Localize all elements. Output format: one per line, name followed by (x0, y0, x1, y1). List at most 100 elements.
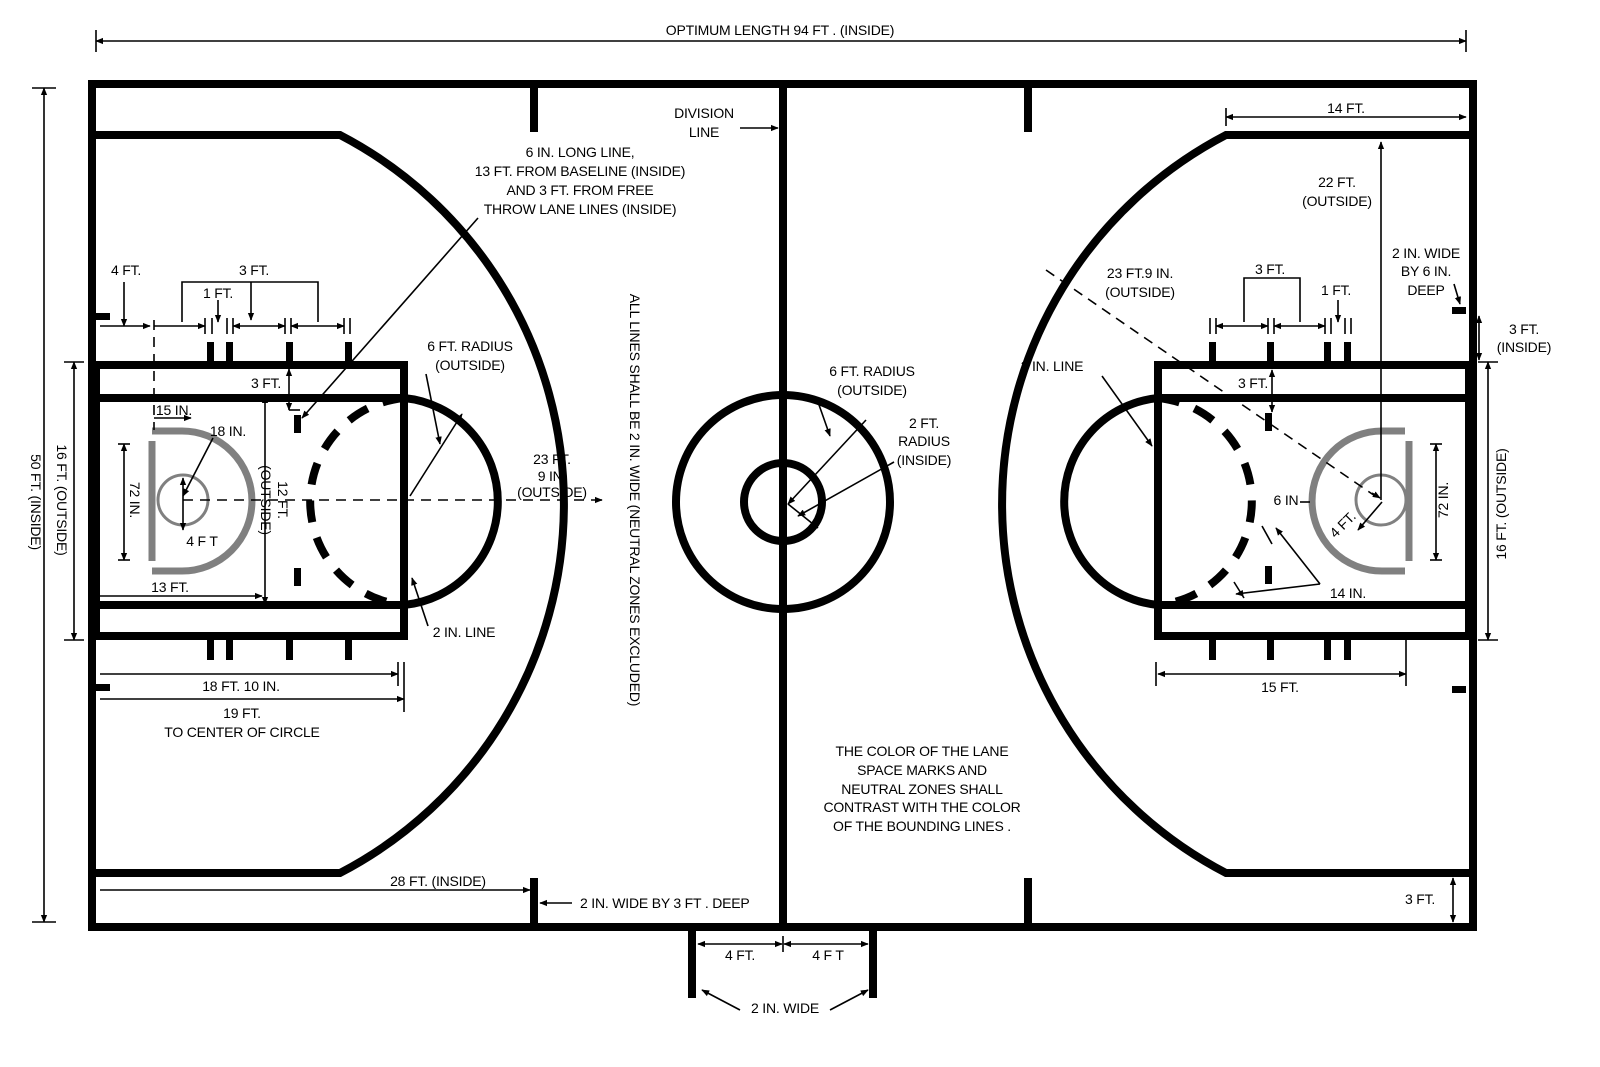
label-right-23ft: (OUTSIDE) (1105, 284, 1175, 300)
label-left-3ft-top: 3 FT. (239, 262, 269, 278)
label-left-4ft: 4 FT. (111, 262, 141, 278)
left-hash-mark (294, 568, 301, 586)
right-lane-mark (1344, 638, 1351, 660)
right-baseline-tick (1452, 307, 1466, 314)
label-left-28ft: 28 FT. (INSIDE) (390, 873, 486, 889)
label-left-19ft: TO CENTER OF CIRCLE (164, 724, 319, 740)
label-left-3ft-lane: 3 FT. (251, 375, 281, 391)
label-left-4ft-radius: 4 F T (186, 533, 218, 549)
label-right-3ft-bottom: 3 FT. (1405, 891, 1435, 907)
label-right-72in: 72 IN. (1435, 482, 1451, 518)
dimension-labels: OPTIMUM LENGTH 94 FT . (INSIDE) 50 FT. (… (28, 22, 1551, 1016)
label-left-72in: 72 IN. (127, 482, 143, 518)
label-long-line: 6 IN. LONG LINE, (526, 144, 635, 160)
label-color-note: NEUTRAL ZONES SHALL (841, 781, 1003, 797)
right-lane-mark (1209, 638, 1216, 660)
label-right-3ft-inside: 3 FT. (1509, 321, 1539, 337)
right-basket-area (1308, 427, 1413, 575)
label-right-16ft: 16 FT. (OUTSIDE) (1493, 448, 1509, 559)
label-left-23ft: (OUTSIDE) (517, 484, 587, 500)
label-center-2ft: RADIUS (898, 433, 950, 449)
label-right-2in-line: 2 IN. LINE (1021, 358, 1084, 374)
label-center-6ft: 6 FT. RADIUS (829, 363, 915, 379)
label-left-18ft10: 18 FT. 10 IN. (202, 678, 280, 694)
label-bottom-4ft-right: 4 F T (812, 947, 844, 963)
label-left-6ft-radius: (OUTSIDE) (435, 357, 505, 373)
label-right-2in-wide: 2 IN. WIDE (1392, 245, 1460, 261)
label-right-1ft: 1 FT. (1321, 282, 1351, 298)
label-division-line: DIVISION (674, 105, 734, 121)
label-right-3ft-inside: (INSIDE) (1497, 339, 1551, 355)
right-lane-mark (1324, 342, 1331, 364)
label-left-15in: 15 IN. (156, 402, 192, 418)
label-left-1ft: 1 FT. (203, 285, 233, 301)
label-optimum-length: OPTIMUM LENGTH 94 FT . (INSIDE) (666, 22, 894, 38)
label-color-note: OF THE BOUNDING LINES . (833, 818, 1011, 834)
label-wide-by-3ft: 2 IN. WIDE BY 3 FT . DEEP (580, 895, 750, 911)
right-lane-mark (1209, 342, 1216, 364)
label-right-23ft: 23 FT.9 IN. (1107, 265, 1173, 281)
label-long-line: 13 FT. FROM BASELINE (INSIDE) (475, 163, 685, 179)
label-division-line: LINE (689, 124, 719, 140)
right-free-throw-arc (1060, 394, 1159, 609)
label-right-2in-wide: BY 6 IN. (1401, 263, 1451, 279)
left-lane-mark (207, 342, 214, 364)
left-restricted-arc (152, 427, 256, 575)
court-lines (88, 80, 1477, 998)
label-width-50: 50 FT. (INSIDE) (28, 454, 44, 550)
label-center-6ft: (OUTSIDE) (837, 382, 907, 398)
right-baseline-tick (1452, 686, 1466, 693)
label-right-3ft-top: 3 FT. (1255, 261, 1285, 277)
label-left-23ft: 9 IN. (538, 468, 567, 484)
left-lane-mark (286, 638, 293, 660)
label-right-14in: 14 IN. (1330, 585, 1366, 601)
left-free-throw-arc-dashed (306, 394, 405, 609)
right-restricted-arc (1308, 427, 1405, 575)
left-three-point-arc (96, 131, 568, 877)
label-left-16ft: 16 FT. (OUTSIDE) (54, 444, 70, 555)
right-three-point-arc (998, 131, 1469, 877)
label-right-6in: 6 IN (1274, 492, 1299, 508)
right-lane-mark (1267, 638, 1274, 660)
left-hash-mark (294, 415, 301, 433)
label-long-line: THROW LANE LINES (INSIDE) (484, 201, 677, 217)
label-center-2ft: (INSIDE) (897, 452, 951, 468)
label-right-2in-wide: DEEP (1407, 282, 1444, 298)
label-left-23ft: 23 FT. (533, 451, 571, 467)
left-basket-area (148, 427, 256, 575)
label-right-15ft: 15 FT. (1261, 679, 1299, 695)
right-lane-mark (1267, 342, 1274, 364)
left-lane-mark (226, 638, 233, 660)
dimension-lines (32, 30, 1498, 1011)
label-bottom-2in-wide: 2 IN. WIDE (751, 1000, 819, 1016)
label-color-note: SPACE MARKS AND (857, 762, 987, 778)
label-left-19ft: 19 FT. (223, 705, 261, 721)
right-hash-mark (1265, 413, 1272, 431)
center-circle-outer (672, 391, 894, 613)
left-lane-mark (226, 342, 233, 364)
left-baseline-tick (96, 313, 110, 320)
label-right-4ft: 4 FT. (1326, 508, 1359, 541)
label-left-2in-line: 2 IN. LINE (433, 624, 496, 640)
right-lane-mark (1344, 342, 1351, 364)
label-color-note: THE COLOR OF THE LANE (836, 743, 1009, 759)
label-left-12ft: (OUTSIDE) (258, 465, 274, 535)
label-right-22ft: 22 FT. (1318, 174, 1356, 190)
label-center-2ft: 2 FT. (909, 415, 939, 431)
right-outer-lane (1154, 361, 1473, 640)
label-bottom-4ft-left: 4 FT. (725, 947, 755, 963)
left-lane-mark (286, 342, 293, 364)
label-right-14ft: 14 FT. (1327, 100, 1365, 116)
left-lane-mark (207, 638, 214, 660)
label-left-6ft-radius: 6 FT. RADIUS (427, 338, 513, 354)
right-lane-mark (1324, 638, 1331, 660)
label-long-line: AND 3 FT. FROM FREE (506, 182, 653, 198)
label-right-22ft: (OUTSIDE) (1302, 193, 1372, 209)
label-left-18in: 18 IN. (210, 423, 246, 439)
left-free-throw-arc (403, 394, 502, 609)
label-right-3ft-lane: 3 FT. (1238, 375, 1268, 391)
label-left-13ft: 13 FT. (151, 579, 189, 595)
right-free-throw-arc-dashed (1157, 394, 1256, 609)
label-left-12ft: 12 FT. (275, 481, 291, 519)
